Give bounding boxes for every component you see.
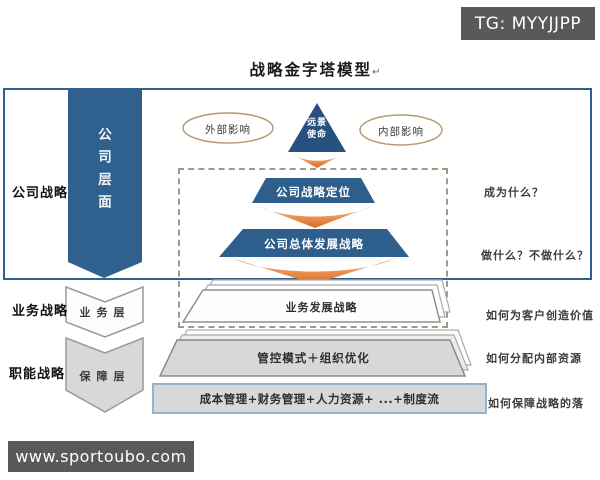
- external-influence-label: 外部影响: [205, 124, 251, 136]
- annotation-resources: 如何分配内部资源: [486, 352, 582, 365]
- site-watermark-text: www.sportoubo.com: [15, 447, 187, 466]
- functional-layer-label: 保障层: [79, 370, 131, 383]
- corporate-strategy-side-label: 公司战略: [12, 186, 69, 201]
- mission-label: 使命: [306, 130, 327, 140]
- pyramid-dashed-frame: [178, 168, 448, 328]
- page-title: 战略金字塔模型↵: [185, 58, 445, 80]
- annotation-customer-value: 如何为客户创造价值: [486, 309, 594, 322]
- business-layer-label: 业务层: [79, 306, 131, 319]
- systems-rectangle: 成本管理+财务管理+人力资源+ ...+制度流: [152, 383, 487, 414]
- annotation-guarantee: 如何保障战略的落: [488, 397, 584, 410]
- annotation-become: 成为什么？: [484, 186, 544, 199]
- site-watermark-badge: www.sportoubo.com: [8, 441, 194, 472]
- positioning-label: 公司战略定位: [276, 185, 351, 199]
- systems-label: 成本管理+财务管理+人力资源+ ...+制度流: [199, 391, 440, 406]
- business-strategy-label: 业务发展战略: [285, 301, 358, 314]
- page-title-text: 战略金字塔模型: [249, 61, 373, 79]
- tg-watermark-badge: TG: MYYJJPP: [461, 7, 595, 40]
- internal-influence-label: 内部影响: [378, 126, 424, 138]
- business-strategy-side-label: 业务战略: [12, 304, 69, 319]
- vision-label: 远景: [306, 118, 327, 128]
- annotation-do-not-do: 做什么？不做什么？: [481, 249, 589, 262]
- paragraph-mark: ↵: [372, 67, 381, 78]
- corporate-layer-label: 公司层面: [95, 127, 111, 217]
- tg-watermark-text: TG: MYYJJPP: [474, 13, 582, 34]
- overall-strategy-label: 公司总体发展战略: [264, 237, 364, 251]
- control-model-label: 管控模式＋组织优化: [257, 351, 370, 365]
- functional-strategy-side-label: 职能战略: [9, 367, 66, 382]
